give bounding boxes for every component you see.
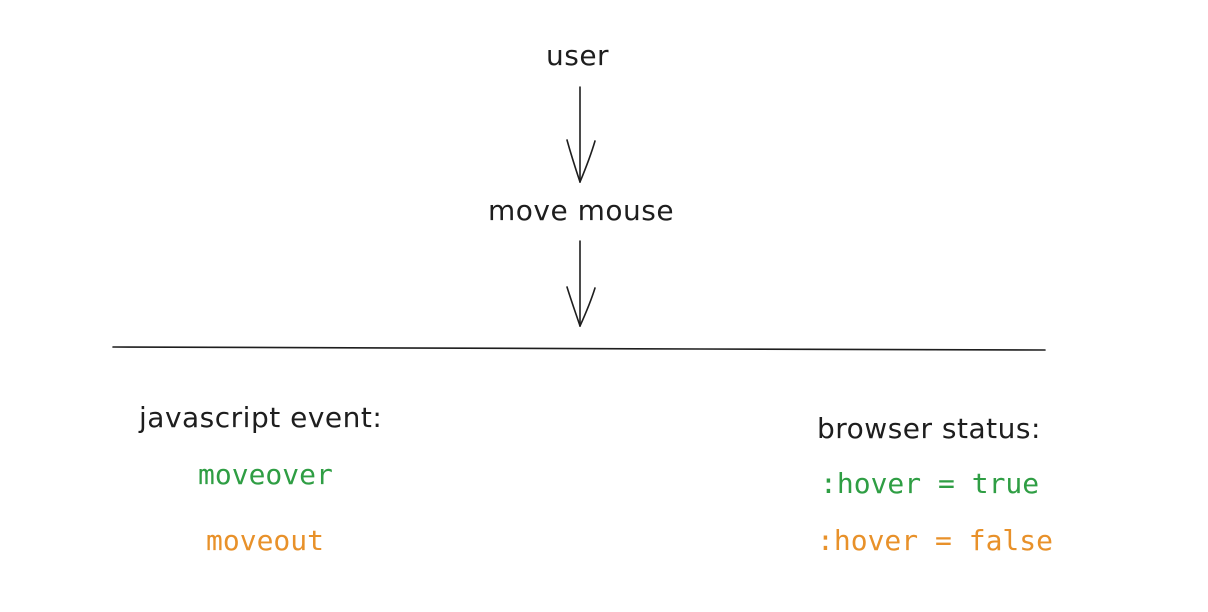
move-mouse-node: move mouse (488, 194, 675, 227)
javascript-event-moveout: moveout (206, 524, 325, 557)
javascript-event-heading: javascript event: (139, 401, 383, 434)
divider-line (112, 346, 1046, 351)
browser-status-hover-true: :hover = true (820, 467, 1040, 500)
javascript-event-moveover: moveover (198, 458, 333, 491)
arrow-user-to-move-mouse (566, 86, 596, 183)
user-node: user (546, 39, 610, 72)
browser-status-heading: browser status: (817, 412, 1041, 445)
arrow-move-mouse-to-divider (566, 240, 596, 327)
browser-status-hover-false: :hover = false (817, 524, 1054, 557)
